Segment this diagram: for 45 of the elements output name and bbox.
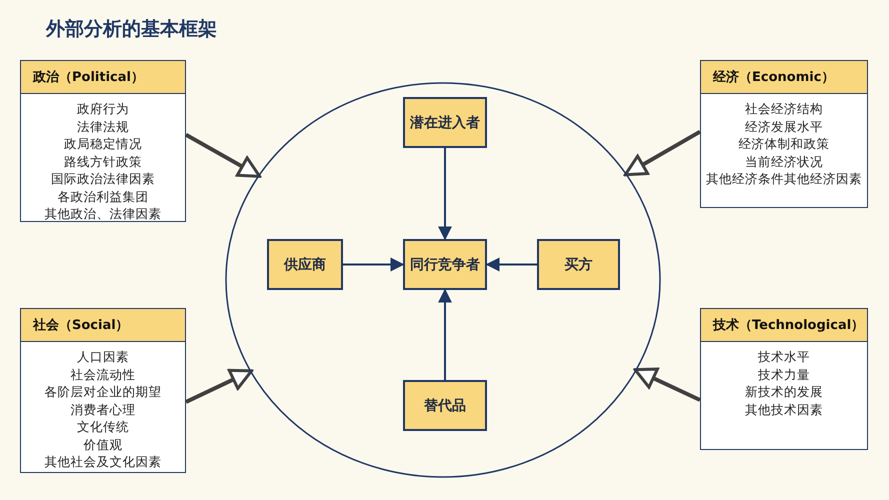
- info-card: [700, 308, 868, 450]
- list-item: 法律法规: [76, 118, 130, 135]
- arrow: [438, 288, 452, 380]
- card-heading: 技术（Technological）: [701, 309, 867, 342]
- process-box: 同行竞争者: [403, 239, 487, 290]
- info-card: [700, 60, 868, 208]
- process-box: 供应商: [267, 239, 343, 290]
- process-box: 买方: [537, 239, 620, 290]
- title: 外部分析的基本框架: [46, 17, 217, 42]
- list-item: 各阶层对企业的期望: [44, 383, 162, 400]
- card-heading: 社会（Social）: [21, 309, 185, 342]
- list-item: 其他经济条件其他经济因素: [705, 170, 863, 188]
- info-card: [20, 308, 186, 473]
- list-item: 路线方针政策: [63, 152, 143, 170]
- card-heading: 政治（Political）: [21, 61, 185, 94]
- hollow-arrow: [185, 368, 254, 404]
- list-item: 其他技术因素: [744, 400, 824, 418]
- hollow-arrow: [185, 133, 262, 178]
- list-item: 政府行为: [76, 100, 130, 118]
- list-item: 价值观: [82, 436, 124, 453]
- process-box: 潜在进入者: [403, 97, 487, 148]
- list-item: 新技术的发展: [744, 383, 824, 400]
- arrow: [438, 148, 452, 240]
- list-item: 人口因素: [76, 348, 130, 366]
- process-box: 替代品: [403, 380, 487, 431]
- list-item: 技术力量: [757, 366, 811, 383]
- list-item: 各政治利益集团: [56, 188, 150, 205]
- list-item: 经济体制和政策: [738, 135, 830, 152]
- list-item: 社会经济结构: [744, 100, 824, 118]
- list-item: 消费者心理: [70, 400, 136, 418]
- list-item: 其他社会及文化因素: [44, 453, 162, 470]
- list-item: 经济发展水平: [744, 118, 824, 135]
- list-item: 技术水平: [757, 348, 811, 366]
- hollow-arrow: [624, 130, 701, 176]
- list-item: 国际政治法律因素: [50, 170, 156, 188]
- info-card: [20, 60, 186, 222]
- arrow: [343, 258, 404, 272]
- hollow-arrow: [634, 368, 701, 402]
- list-item: 社会流动性: [70, 366, 136, 383]
- list-item: 文化传统: [76, 418, 130, 436]
- list-item: 政局稳定情况: [63, 135, 143, 152]
- list-item: 其他政治、法律因素: [44, 205, 162, 222]
- card-heading: 经济（Economic）: [701, 61, 867, 94]
- list-item: 当前经济状况: [744, 152, 824, 170]
- arrow: [486, 258, 537, 272]
